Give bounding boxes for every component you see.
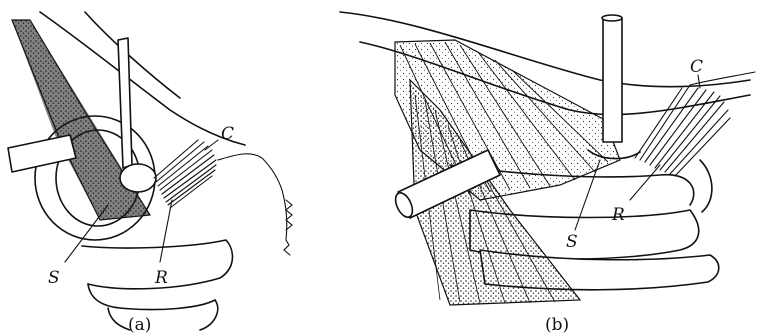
label-r-a: R	[154, 268, 168, 288]
caption-a: (a)	[128, 315, 151, 335]
panel-a: S R C (a)	[8, 12, 292, 335]
label-c-a: C	[221, 124, 234, 144]
label-r-b: R	[611, 205, 625, 225]
panel-b: S R C (b)	[340, 12, 755, 335]
label-c-b: C	[690, 57, 703, 77]
fibers-r-b	[635, 85, 730, 176]
fibers-r-a	[154, 140, 216, 208]
caption-b: (b)	[545, 315, 569, 335]
label-s-b: S	[566, 232, 578, 252]
label-s-a: S	[48, 268, 60, 288]
